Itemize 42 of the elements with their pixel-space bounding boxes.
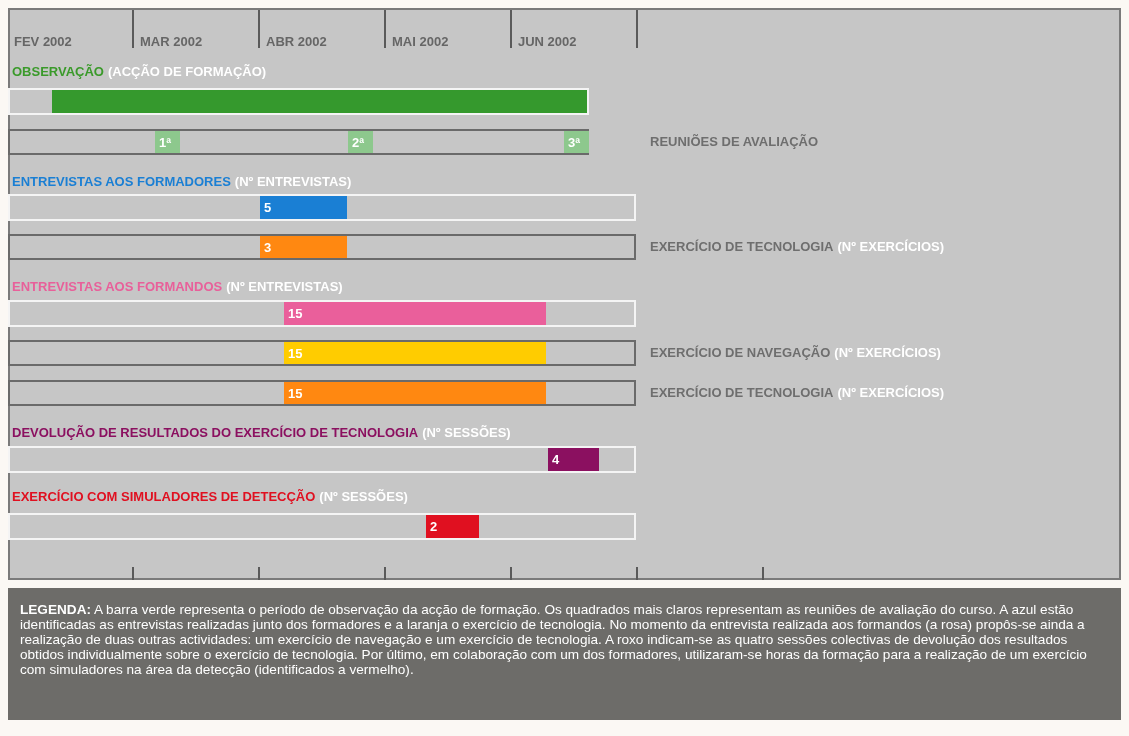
meeting-marker: 1ª	[155, 131, 180, 153]
legend-paragraph: LEGENDA: A barra verde representa o período de observação da acção de formação. Os quadrados mais claros representam as reuniões de avaliação do curso. A azul estão identificadas as entrevistas realizadas junto dos formadores e a laranja o exercício de tecnologia. No momento da entrevista realizada aos formandos (a rosa) propôs-se ainda a realização de duas outras actividades: um exercício de navegação e um exercício de tecnologia. A roxo indicam-se as quatro sessões colectivas de devolução dos resultados obtidos individualmente sobre o exercício de tecnologia. Por último, em colaboração com um dos formadores, utilizaram-se horas da formação para a realização de um exercício com simuladores na área da detecção (identificados a vermelho).	[20, 602, 1088, 677]
row-heading: OBSERVAÇÃO	[12, 64, 104, 79]
timeline-track	[8, 194, 636, 221]
count-bar: 15	[284, 302, 546, 325]
unit-note: (Nº EXERCÍCIOS)	[837, 385, 945, 400]
count-bar: 4	[548, 448, 599, 471]
timeline-track	[8, 513, 636, 540]
timeline-track	[8, 300, 636, 327]
unit-note: (Nº EXERCÍCIOS)	[837, 239, 945, 254]
month-label: MAI 2002	[392, 34, 449, 49]
meeting-marker: 3ª	[564, 131, 589, 153]
count-bar: 15	[284, 382, 546, 404]
unit-note: (Nº SESSÕES)	[319, 489, 408, 504]
unit-note: (Nº ENTREVISTAS)	[226, 279, 343, 294]
row-label: EXERCÍCIO DE TECNOLOGIA	[650, 239, 834, 254]
row-heading: ENTREVISTAS AOS FORMANDOS	[12, 279, 223, 294]
count-bar: 15	[284, 342, 546, 364]
meeting-marker: 2ª	[348, 131, 373, 153]
month-label: ABR 2002	[266, 34, 327, 49]
timeline-track	[8, 340, 636, 366]
timeline-track	[8, 234, 636, 260]
row-label: REUNIÕES DE AVALIAÇÃO	[650, 134, 819, 149]
timeline-track	[8, 88, 589, 115]
month-label: FEV 2002	[14, 34, 72, 49]
count-bar: 3	[260, 236, 347, 258]
count-bar: 2	[426, 515, 479, 538]
timeline-track	[8, 129, 589, 155]
unit-note: (Nº SESSÕES)	[422, 425, 511, 440]
period-bar	[52, 90, 587, 113]
count-bar: 5	[260, 196, 347, 219]
row-heading: ENTREVISTAS AOS FORMADORES	[12, 174, 231, 189]
row-label: EXERCÍCIO DE TECNOLOGIA	[650, 385, 834, 400]
unit-note: (Nº EXERCÍCIOS)	[834, 345, 941, 360]
unit-note: (Nº ENTREVISTAS)	[234, 174, 352, 189]
row-heading: DEVOLUÇÃO DE RESULTADOS DO EXERCÍCIO DE TECNOLOGIA	[12, 425, 419, 440]
row-heading: EXERCÍCIO COM SIMULADORES DE DETECÇÃO	[12, 489, 316, 504]
row-label: EXERCÍCIO DE NAVEGAÇÃO	[650, 345, 831, 360]
month-label: JUN 2002	[518, 34, 577, 49]
month-label: MAR 2002	[140, 34, 203, 49]
timeline-track	[8, 446, 636, 473]
timeline-track	[8, 380, 636, 406]
